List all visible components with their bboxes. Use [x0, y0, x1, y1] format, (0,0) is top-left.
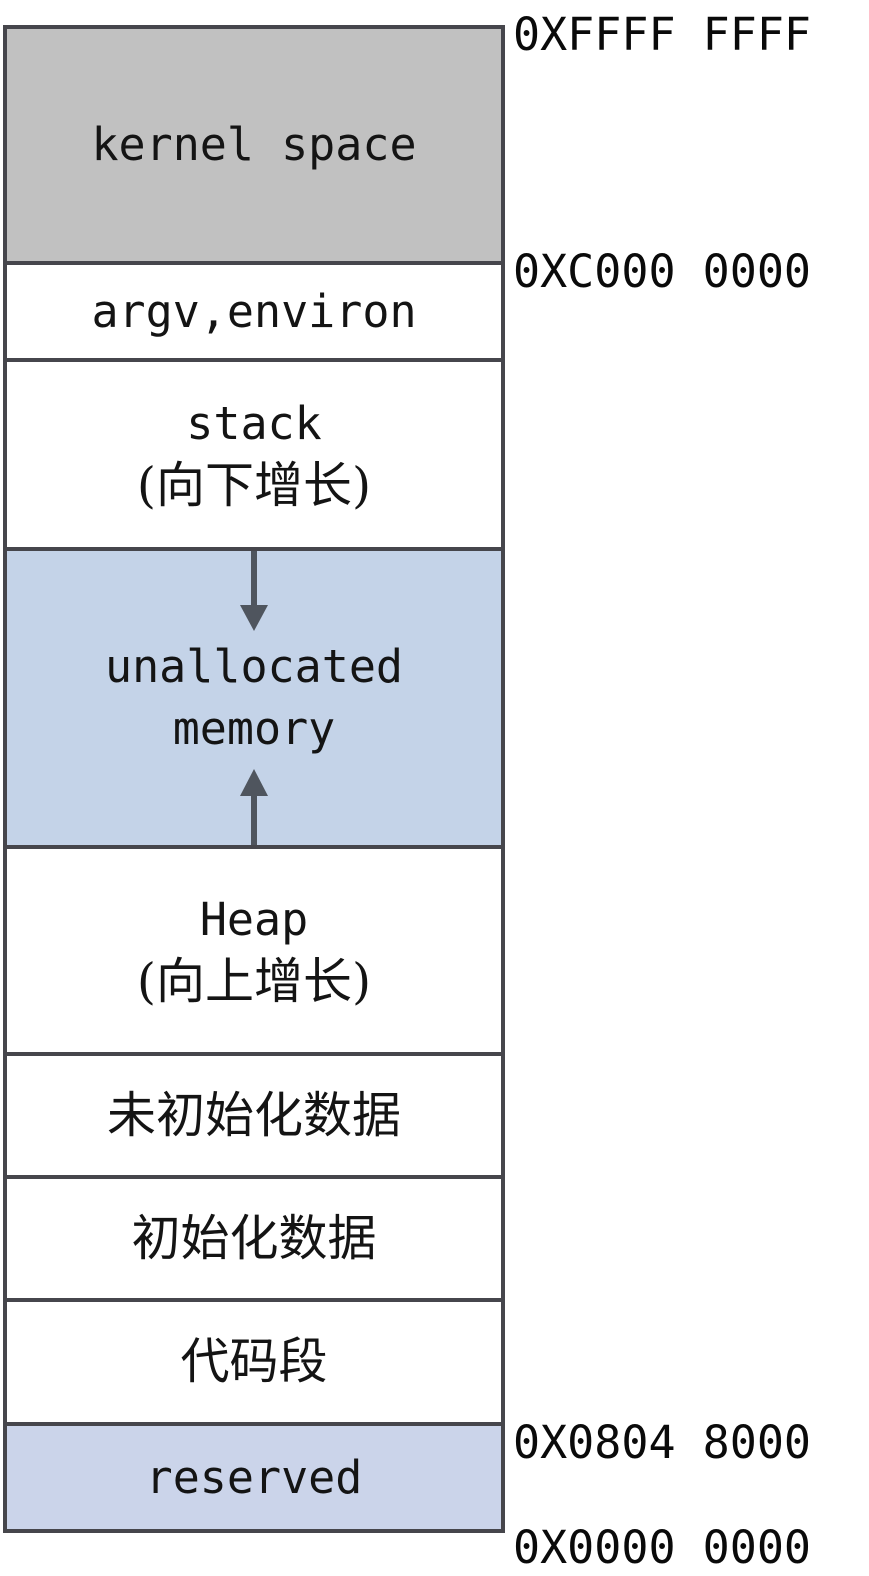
uninitialized-data-label: 未初始化数据: [106, 1086, 401, 1144]
heap-grow-up-arrow-icon: [240, 769, 268, 845]
arrow-shaft: [251, 551, 257, 605]
heap-label: Heap: [199, 892, 309, 946]
kernel-space-label: kernel space: [91, 118, 417, 171]
argv-environ-label: argv,environ: [91, 284, 417, 338]
code-segment-label: 代码段: [180, 1333, 328, 1390]
stack-label: stack: [186, 396, 322, 450]
arrow-head: [240, 605, 268, 631]
segment-argv-environ: argv,environ: [7, 265, 501, 362]
segment-reserved: reserved: [7, 1426, 501, 1529]
segment-uninitialized-data: 未初始化数据: [7, 1056, 501, 1179]
segment-heap: Heap (向上增长): [7, 849, 501, 1056]
address-label-code-start: 0X0804 8000: [513, 1416, 812, 1469]
stack-grow-down-arrow-icon: [240, 551, 268, 631]
arrow-head: [240, 769, 268, 796]
unallocated-label-line1: unallocated: [104, 640, 403, 693]
segment-unallocated-memory: unallocated memory: [7, 551, 501, 849]
address-label-kernel-boundary: 0XC000 0000: [513, 245, 812, 298]
memory-column: kernel space argv,environ stack (向下增长) u…: [3, 25, 505, 1533]
segment-stack: stack (向下增长): [7, 362, 501, 551]
reserved-label: reserved: [145, 1450, 363, 1504]
segment-kernel-space: kernel space: [7, 29, 501, 265]
segment-initialized-data: 初始化数据: [7, 1179, 501, 1302]
arrow-shaft: [251, 796, 257, 845]
address-label-top: 0XFFFF FFFF: [513, 8, 812, 61]
heap-grow-direction-label: (向上增长): [136, 952, 372, 1010]
initialized-data-label: 初始化数据: [131, 1209, 377, 1267]
segment-code: 代码段: [7, 1302, 501, 1426]
address-label-bottom: 0X0000 0000: [513, 1521, 812, 1574]
unallocated-label-line2: memory: [172, 702, 336, 755]
stack-grow-direction-label: (向下增长): [136, 456, 372, 514]
